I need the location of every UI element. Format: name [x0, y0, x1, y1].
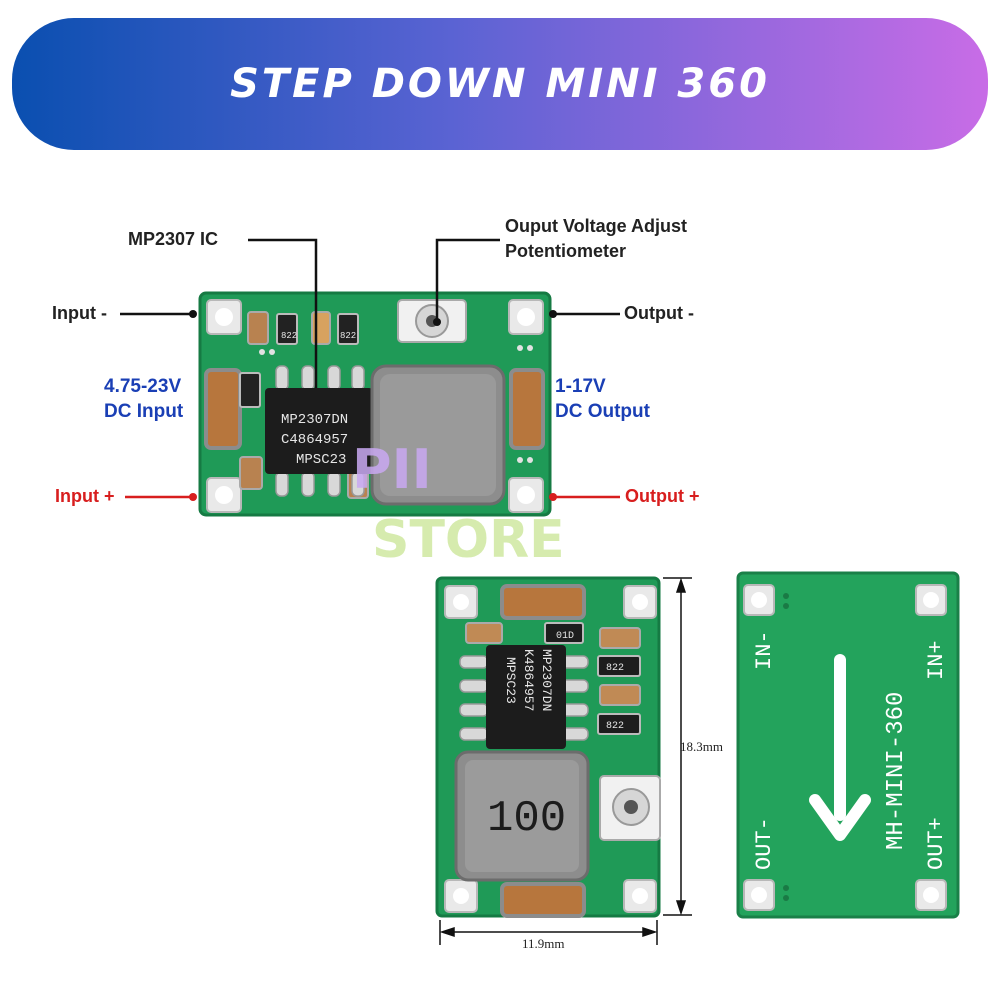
output-desc-label: DC Output — [555, 401, 650, 422]
back-in-plus: IN+ — [924, 640, 949, 680]
front-resistor-label-1: 822 — [606, 663, 624, 674]
back-out-minus: OUT- — [752, 817, 777, 870]
pot-label-line2: Potentiometer — [505, 241, 627, 261]
watermark-line-2: STORE — [372, 510, 565, 570]
watermark-line-1: PII — [352, 438, 432, 501]
pot-label-line1: Ouput Voltage Adjust — [505, 216, 687, 236]
chip-text-2: C4864957 — [281, 432, 348, 448]
back-out-plus: OUT+ — [924, 817, 949, 870]
resistor-label-2: 822 — [340, 331, 356, 341]
front-board — [435, 576, 661, 918]
leader-lines — [120, 238, 620, 388]
resistor-label-1: 822 — [281, 331, 297, 341]
ic-label: MP2307 IC — [128, 229, 219, 249]
diode-label: 01D — [556, 631, 574, 642]
front-chip-text-2: K4864957 — [521, 649, 536, 711]
output-plus-label: Output + — [625, 486, 700, 506]
output-range-label: 1-17V — [555, 376, 606, 397]
front-chip-text-1: MP2307DN — [539, 649, 554, 711]
chip-text-1: MP2307DN — [281, 412, 348, 428]
output-minus-label: Output - — [624, 303, 694, 323]
width-dimension: 11.9mm — [522, 936, 565, 951]
back-in-minus: IN- — [752, 630, 777, 670]
back-board — [736, 571, 960, 919]
input-plus-label: Input + — [55, 486, 115, 506]
input-desc-label: DC Input — [104, 401, 184, 422]
title-banner: STEP DOWN MINI 360 — [12, 18, 988, 150]
input-minus-label: Input - — [52, 303, 107, 323]
input-range-label: 4.75-23V — [104, 376, 182, 397]
dimension-lines — [439, 577, 692, 945]
front-resistor-label-2: 822 — [606, 721, 624, 732]
inductor-label: 100 — [487, 794, 566, 844]
top-board — [198, 291, 552, 517]
banner-title: STEP DOWN MINI 360 — [230, 61, 770, 107]
chip-text-3: MPSC23 — [296, 452, 346, 468]
height-dimension: 18.3mm — [680, 739, 723, 754]
back-model-text: MH-MINI-360 — [883, 692, 910, 850]
front-chip-text-3: MPSC23 — [503, 657, 518, 704]
